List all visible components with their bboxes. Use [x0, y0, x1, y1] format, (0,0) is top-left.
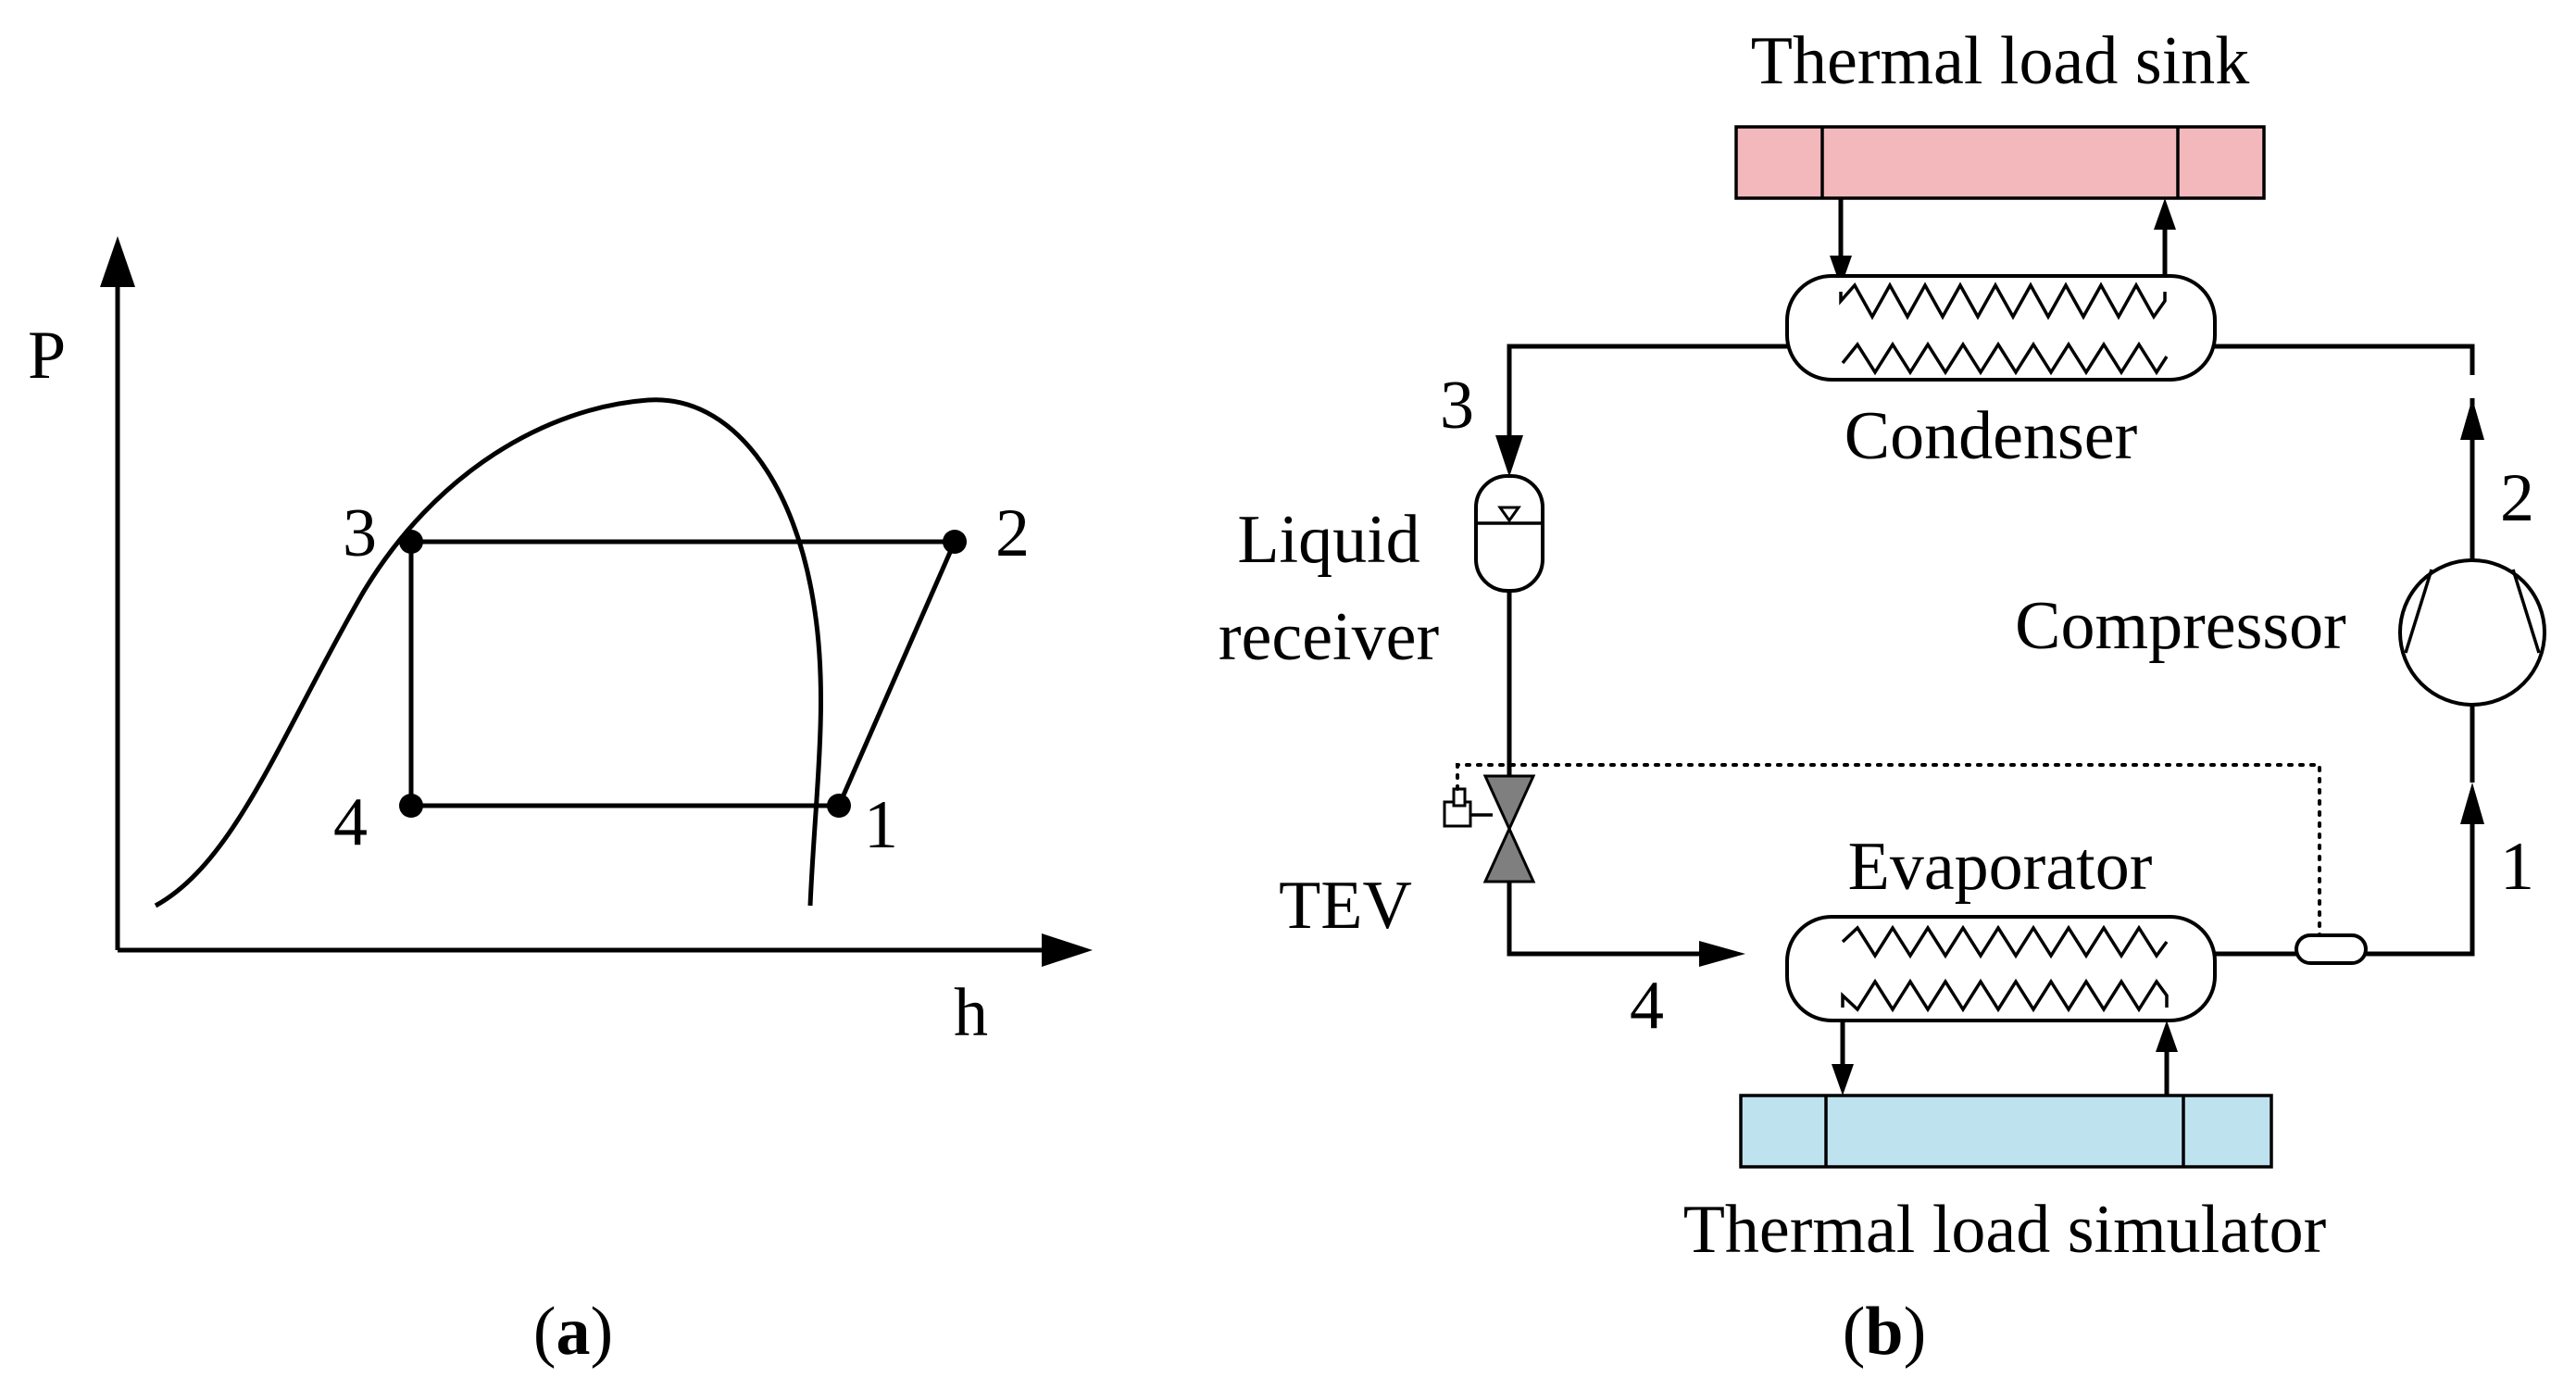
condenser	[1785, 274, 2217, 382]
saturation-dome	[154, 397, 823, 908]
y-axis-arrowhead	[100, 236, 135, 287]
y-axis-label: P	[28, 318, 66, 394]
arrow-state-4	[1699, 941, 1745, 967]
sensing-capillary	[1456, 763, 2321, 937]
x-axis-arrowhead	[1042, 933, 1093, 967]
arrow-state-3	[1495, 435, 1523, 477]
simulator-down-arrow	[1832, 1064, 1854, 1096]
pipe-tev-to-evaporator	[1507, 882, 1704, 957]
x-axis-label: h	[954, 975, 988, 1051]
sensing-bulb	[2295, 933, 2368, 965]
tev-valve	[1443, 774, 1536, 883]
arrow-state-2	[2460, 398, 2484, 440]
ph-diagram: P h 3 2 1 4 (a)	[28, 236, 1093, 1370]
state-label-b-4: 4	[1630, 968, 1664, 1044]
liquid-receiver	[1474, 474, 1544, 593]
cycle-path	[408, 539, 958, 808]
state-label-1: 1	[864, 787, 898, 863]
tev-label: TEV	[1279, 868, 1412, 944]
state-label-b-1: 1	[2500, 829, 2534, 905]
caption-a: (a)	[533, 1294, 613, 1370]
evaporator	[1785, 915, 2217, 1022]
compressor-label: Compressor	[2015, 588, 2346, 664]
evaporator-label: Evaporator	[1848, 829, 2153, 905]
compressor	[2398, 558, 2546, 707]
sink-down-arrow	[1830, 256, 1852, 287]
pipe-condenser-to-receiver	[1507, 344, 1787, 468]
thermal-load-sink	[1734, 125, 2266, 200]
simulator-label: Thermal load simulator	[1683, 1192, 2327, 1268]
receiver-label-line1: Liquid	[1237, 502, 1419, 578]
state-point-3	[399, 530, 423, 554]
state-label-b-3: 3	[1440, 368, 1474, 444]
refrigeration-circuit: Thermal load sink Condenser Liq	[1219, 23, 2546, 1370]
state-label-3: 3	[343, 495, 377, 571]
state-point-2	[943, 530, 967, 554]
thermal-load-simulator	[1739, 1094, 2273, 1169]
state-label-2: 2	[995, 495, 1030, 571]
simulator-up-arrow	[2156, 1021, 2178, 1052]
arrow-state-1	[2460, 783, 2484, 824]
sink-up-arrow	[2154, 198, 2176, 230]
sink-label: Thermal load sink	[1751, 23, 2249, 99]
pipe-compressor-to-condenser	[2215, 344, 2475, 375]
state-point-1	[827, 794, 851, 818]
condenser-label: Condenser	[1844, 398, 2138, 474]
state-label-b-2: 2	[2500, 460, 2534, 536]
caption-b: (b)	[1843, 1294, 1926, 1370]
state-point-4	[399, 794, 423, 818]
receiver-label-line2: receiver	[1219, 599, 1439, 675]
state-label-4: 4	[333, 784, 368, 860]
pipe-suction	[2366, 806, 2475, 957]
